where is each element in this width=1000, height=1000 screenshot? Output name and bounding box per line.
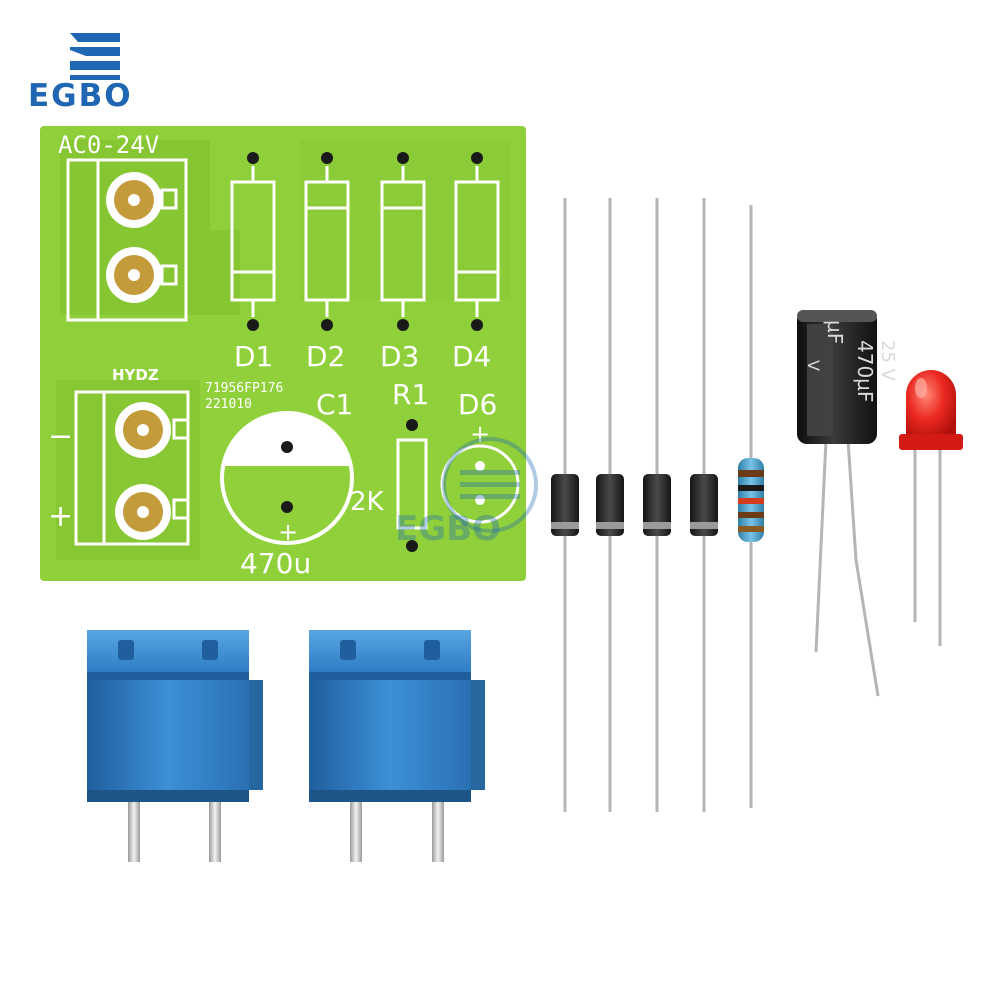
diode-label-d1: D1 (234, 340, 273, 373)
capacitor-value-label: 470u (240, 547, 311, 580)
capacitor-plus-label: + (278, 518, 298, 546)
resistor-part (738, 205, 764, 808)
led-plus-label: + (470, 420, 490, 448)
brand-name: EGBO (28, 78, 133, 114)
brand-logo: EGBO (28, 33, 133, 114)
diode-label-d3: D3 (380, 340, 419, 373)
model-label: HYDZ (112, 366, 159, 384)
watermark-text: EGBO (395, 509, 501, 549)
plus-label: + (48, 499, 73, 534)
capacitor-part-unit: µF (823, 320, 847, 344)
input-terminal-footprint (66, 158, 188, 322)
output-terminal-footprint (74, 390, 190, 546)
brand-emblem-icon (70, 33, 120, 80)
capacitor-designator: C1 (316, 388, 353, 421)
diode-part (690, 198, 718, 812)
diode-label-d2: D2 (306, 340, 345, 373)
resistor-value-label: 2K (350, 487, 385, 517)
diode-part (643, 198, 671, 812)
red-led-part (899, 370, 963, 646)
capacitor-footprint (220, 411, 354, 545)
led-footprint (440, 444, 520, 524)
diode-footprints (230, 152, 500, 331)
capacitor-part-v: V (804, 360, 823, 371)
diode-part (596, 198, 624, 812)
resistor-designator: R1 (392, 378, 429, 411)
terminal-block-right (309, 630, 485, 862)
rectifier-diodes (551, 198, 718, 812)
capacitor-part-voltage: 25 V (877, 340, 898, 382)
input-voltage-label: AC0-24V (58, 131, 159, 159)
watermark-emblem-icon (442, 437, 538, 533)
pcb-board: AC0-24V − + HYDZ (40, 126, 538, 581)
board-code-line2: 221010 (205, 397, 252, 412)
board-code-line1: 71956FP176 (205, 381, 283, 396)
terminal-block-left (87, 630, 263, 862)
capacitor-part-rating: 470µF (853, 340, 877, 402)
diode-part (551, 198, 579, 812)
minus-label: − (48, 419, 73, 454)
electrolytic-capacitor-part: 470µF 25 V µF V (797, 310, 898, 697)
led-designator: D6 (458, 388, 497, 421)
resistor-footprint (396, 419, 428, 552)
diode-label-d4: D4 (452, 340, 491, 373)
